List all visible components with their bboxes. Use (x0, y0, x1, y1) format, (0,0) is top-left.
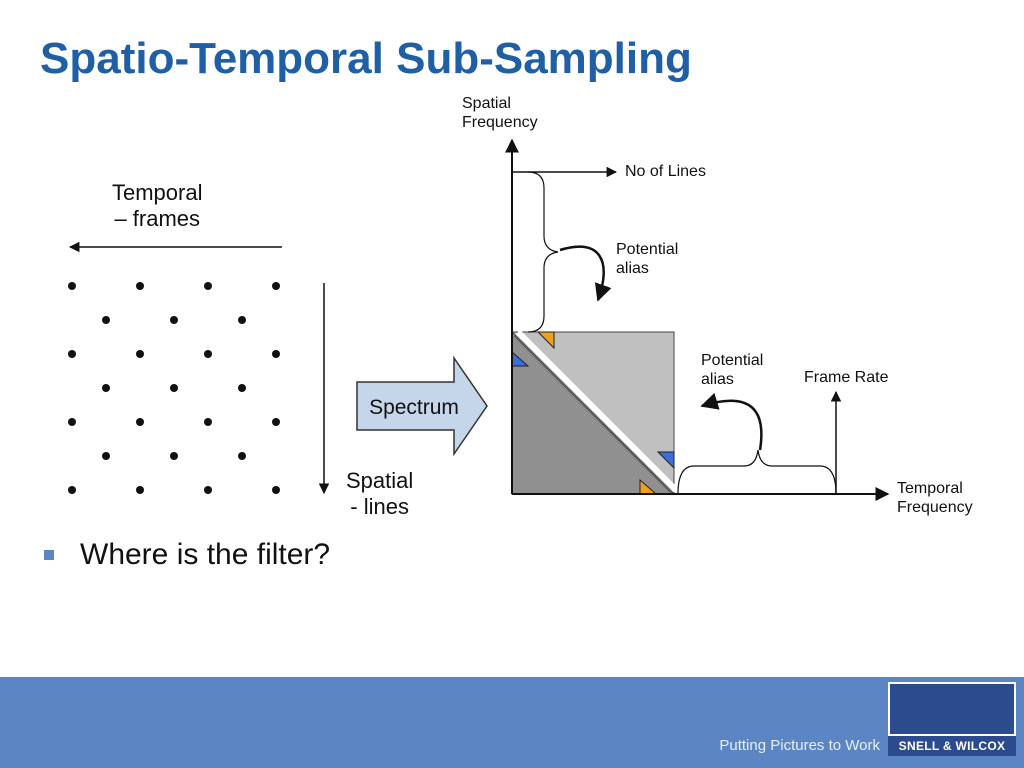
temporal-frames-label: Temporal – frames (112, 180, 202, 233)
sample-dot (68, 418, 76, 426)
alias1-line2: alias (616, 260, 649, 278)
spectrum-diagonal-edge (513, 335, 673, 495)
spatial-label-line2: - lines (350, 494, 409, 520)
no-of-lines-label: No of Lines (625, 163, 706, 180)
blue-alias-triangle-bottom (656, 451, 675, 470)
sample-dot (170, 316, 178, 324)
potential-alias-label-2: Potential alias (701, 351, 763, 389)
alias2-line2: alias (701, 371, 734, 389)
spatial-frequency-label: Spatial Frequency (462, 94, 538, 132)
sample-dot (272, 486, 280, 494)
temporal-frequency-line2: Frequency (897, 499, 973, 517)
bullet-text: Where is the filter? (80, 538, 331, 571)
sample-dot (136, 486, 144, 494)
sample-dot (170, 384, 178, 392)
spatial-frequency-line2: Frequency (462, 114, 538, 132)
slide-title: Spatio-Temporal Sub-Sampling (40, 34, 692, 83)
spectrum-diagonal (515, 329, 679, 493)
sample-dot (204, 350, 212, 358)
potential-alias-label-1: Potential alias (616, 240, 678, 278)
spatial-label-line1: Spatial (346, 468, 414, 493)
spatial-frequency-line1: Spatial (462, 95, 511, 112)
temporal-frequency-label: Temporal Frequency (897, 479, 973, 517)
sample-dot (102, 452, 110, 460)
footer-tagline: Putting Pictures to Work (719, 737, 880, 754)
sample-dot (238, 452, 246, 460)
alias2-line1: Potential (701, 352, 764, 369)
alias-curve-arrow-1 (559, 245, 612, 302)
spectrum-label: Spectrum (369, 396, 459, 419)
frame-rate-label: Frame Rate (804, 369, 889, 386)
sample-dot (238, 316, 246, 324)
spatial-lines-label: Spatial - lines (346, 468, 413, 521)
sample-dot (238, 384, 246, 392)
company-logo: SNELL & WILCOX (888, 682, 1016, 756)
temporal-label-line1: Temporal (112, 180, 203, 205)
temporal-frequency-line1: Temporal (897, 480, 963, 497)
alias-curve-arrow-2 (700, 392, 763, 451)
vertical-brace (527, 171, 559, 333)
orange-alias-triangle-top (536, 331, 555, 350)
alias1-line1: Potential (616, 241, 679, 258)
sample-dot (272, 350, 280, 358)
bullet-square-icon (44, 550, 54, 560)
sample-dot (136, 418, 144, 426)
slide-diagram: Spectrum (68, 138, 890, 501)
spectrum-arrow-shape (356, 355, 488, 457)
sample-dot (102, 384, 110, 392)
sample-dot (136, 282, 144, 290)
sample-dot (272, 418, 280, 426)
sample-dot (68, 486, 76, 494)
footer-band: Putting Pictures to Work (0, 677, 1024, 768)
sample-dot-grid (68, 282, 280, 494)
sample-dot (204, 418, 212, 426)
horizontal-brace (677, 449, 837, 495)
sample-dot (204, 282, 212, 290)
sample-dot (136, 350, 144, 358)
sample-dot (170, 452, 178, 460)
logo-text: SNELL & WILCOX (888, 739, 1016, 753)
sample-dot (272, 282, 280, 290)
sample-dot (204, 486, 212, 494)
temporal-label-line2: – frames (114, 206, 201, 232)
bullet-item: Where is the filter? (44, 538, 330, 572)
sample-dot (102, 316, 110, 324)
sample-dot (68, 350, 76, 358)
sample-dot (68, 282, 76, 290)
